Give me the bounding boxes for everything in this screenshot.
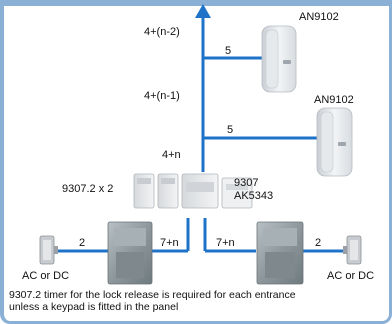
entrance-panel-left-grille — [114, 228, 146, 246]
power-unit-label-line2: AK5343 — [234, 190, 273, 202]
left-panel-wire-label: 7+n — [160, 237, 179, 249]
caption-line-2: unless a keypad is fitted in the panel — [9, 301, 179, 313]
left-lock-wire-label: 2 — [79, 237, 85, 249]
timer-modules — [133, 173, 179, 209]
handset-1 — [261, 25, 297, 93]
bus-label-n-minus-1: 4+(n-1) — [144, 90, 180, 102]
timer-label: 9307.2 x 2 — [62, 183, 113, 195]
power-unit-ak5343-face — [226, 184, 248, 190]
bus-label-n-minus-2: 4+(n-2) — [144, 26, 180, 38]
trunk-label: 4+n — [162, 149, 181, 161]
handset-2-model-label: AN9102 — [314, 94, 354, 106]
wires — [58, 4, 347, 253]
entrance-panel-right-buttons — [265, 252, 295, 278]
handset-1-button — [283, 60, 291, 64]
door-lock-left-bolt — [54, 246, 58, 254]
door-lock-left-plate — [43, 240, 51, 260]
door-lock-right-bolt — [343, 246, 347, 254]
handset-2-button — [338, 142, 346, 146]
entrance-panel-left — [107, 221, 153, 285]
diagram-caption: 9307.2 timer for the lock release is req… — [9, 289, 379, 313]
caption-line-1: 9307.2 timer for the lock release is req… — [9, 289, 296, 301]
top-band — [0, 0, 392, 6]
power-unit — [181, 173, 253, 209]
right-lock-power-label: AC or DC — [327, 270, 374, 282]
handset-2 — [316, 107, 353, 177]
right-panel-wire-label: 7+n — [216, 237, 235, 249]
entrance-panel-right-grille — [263, 228, 297, 246]
entrance-panel-left-buttons — [116, 252, 144, 278]
handset-1-model-label: AN9102 — [299, 11, 339, 23]
bus-arrow-icon — [195, 4, 211, 18]
handset-1-receiver — [265, 29, 279, 89]
timer-module-1-face — [137, 178, 151, 184]
power-unit-9307-face — [186, 182, 214, 192]
right-lock-wire-label: 2 — [315, 237, 321, 249]
door-lock-right-plate — [350, 240, 358, 260]
entrance-panel-right — [256, 221, 304, 285]
power-unit-label-line1: 9307 — [234, 177, 258, 189]
handset-1-wire-label: 5 — [225, 45, 231, 57]
door-lock-left — [39, 235, 58, 265]
handset-2-wire-label: 5 — [227, 124, 233, 136]
door-lock-right — [343, 235, 362, 265]
handset-2-receiver — [320, 111, 334, 173]
timer-module-2-face — [161, 178, 175, 184]
left-lock-power-label: AC or DC — [22, 270, 69, 282]
